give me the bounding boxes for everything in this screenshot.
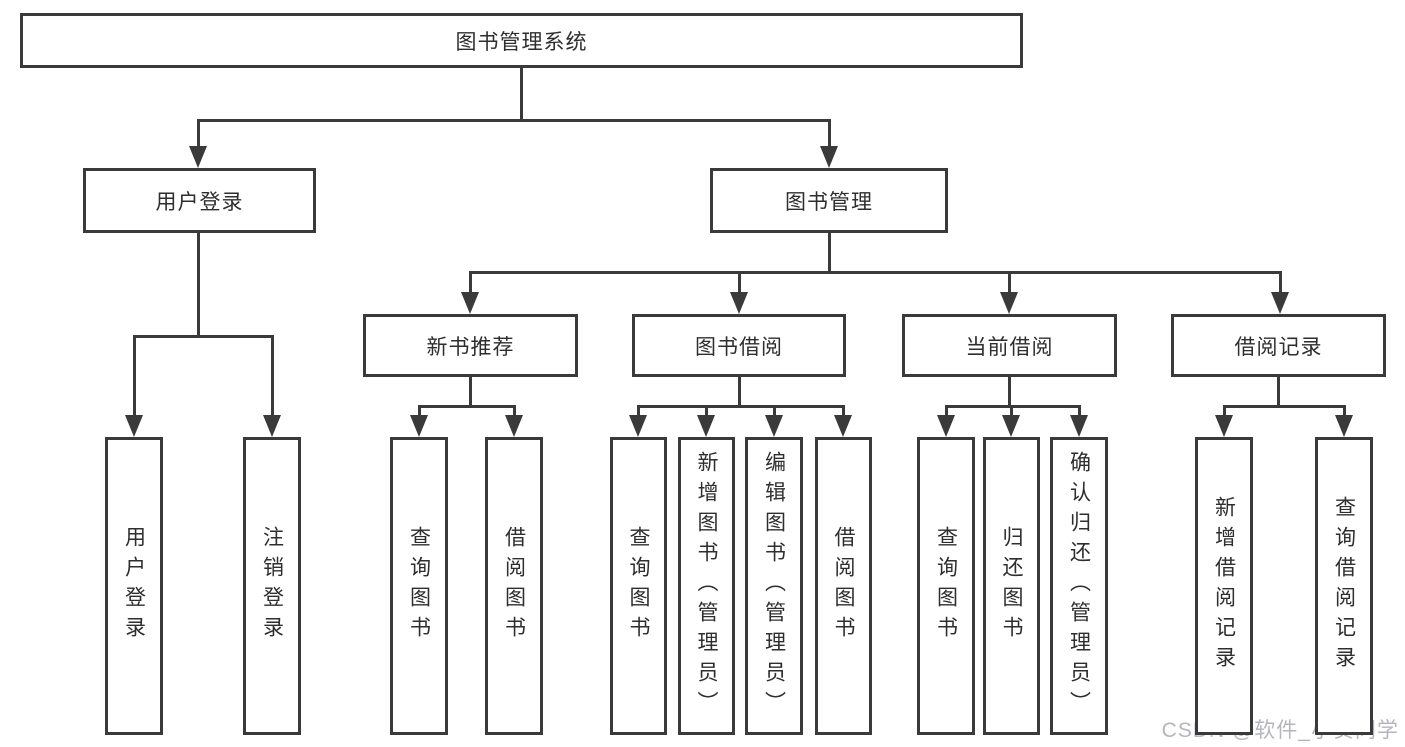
edge-borrowing-to-leaves-rail	[636, 404, 845, 408]
edge-records-to-leaves-stem	[1276, 377, 1280, 406]
node-book-borrowing: 图书借阅	[632, 314, 846, 377]
node-book-borrowing-label: 图书借阅	[695, 335, 783, 359]
edge-records-to-leaves-drop-0	[1222, 406, 1226, 419]
edge-records-to-leaves-drop-1	[1342, 406, 1346, 419]
node-return-book-label: 归还图书	[1000, 526, 1023, 646]
edge-borrowing-to-leaves-arrowhead-2	[765, 415, 783, 437]
edge-bookmgmt-to-level3-arrowhead-3	[1271, 292, 1289, 314]
edge-recommend-to-leaves-arrowhead-0	[410, 415, 428, 437]
node-query-borrow-record-label: 查询借阅记录	[1332, 496, 1356, 676]
edge-records-to-leaves-arrowhead-1	[1335, 415, 1353, 437]
node-add-book-admin-label: 新增图书（管理员）	[695, 451, 718, 721]
node-current-borrowing-label: 当前借阅	[965, 335, 1054, 359]
edge-bookmgmt-to-level3-drop-2	[1007, 272, 1011, 296]
node-confirm-return-admin-label: 确认归还（管理员）	[1067, 451, 1091, 721]
node-new-book-recommend: 新书推荐	[363, 314, 578, 377]
edge-bookmgmt-to-level3-arrowhead-0	[461, 292, 479, 314]
edge-root-to-level2-arrowhead-1	[820, 146, 838, 168]
node-edit-book-admin: 编辑图书（管理员）	[745, 437, 803, 735]
node-user-login: 用户登录	[105, 437, 163, 735]
node-query-books-recommend-label: 查询图书	[407, 526, 431, 646]
edge-borrowing-to-leaves-stem	[737, 377, 741, 406]
edge-borrowing-to-leaves-drop-3	[841, 406, 845, 419]
node-current-borrowing: 当前借阅	[902, 314, 1117, 377]
edge-login-to-leaves-drop-0	[132, 336, 136, 419]
edge-borrowing-to-leaves-drop-0	[636, 406, 640, 419]
edge-recommend-to-leaves-stem	[468, 377, 472, 406]
node-add-borrow-record-label: 新增借阅记录	[1212, 496, 1236, 676]
edge-current-to-leaves-stem	[1007, 377, 1011, 406]
node-return-book: 归还图书	[983, 437, 1040, 735]
edge-current-to-leaves-arrowhead-1	[1002, 415, 1020, 437]
edge-recommend-to-leaves-rail	[417, 404, 516, 408]
edge-borrowing-to-leaves-drop-2	[772, 406, 776, 419]
edge-login-to-leaves-rail	[132, 334, 274, 338]
edge-bookmgmt-to-level3-drop-3	[1278, 272, 1282, 296]
edge-current-to-leaves-drop-2	[1077, 406, 1081, 419]
edge-root-to-level2-rail	[196, 118, 831, 122]
node-borrowing-records-label: 借阅记录	[1234, 335, 1323, 359]
node-query-books-borrowing-label: 查询图书	[627, 526, 650, 646]
edge-borrowing-to-leaves-arrowhead-1	[697, 415, 715, 437]
node-library-management-system: 图书管理系统	[20, 13, 1023, 68]
edge-root-to-level2-arrowhead-0	[189, 146, 207, 168]
node-confirm-return-admin: 确认归还（管理员）	[1050, 437, 1108, 735]
node-logout: 注销登录	[243, 437, 301, 735]
edge-borrowing-to-leaves-arrowhead-0	[629, 415, 647, 437]
node-borrowing-records: 借阅记录	[1171, 314, 1386, 377]
node-user-login-group: 用户登录	[83, 168, 316, 233]
node-borrow-books-recommend-label: 借阅图书	[502, 526, 526, 646]
edge-recommend-to-leaves-drop-0	[417, 406, 421, 419]
node-query-books-current: 查询图书	[917, 437, 975, 735]
edge-root-to-level2-drop-0	[196, 120, 200, 150]
node-edit-book-admin-label: 编辑图书（管理员）	[762, 451, 786, 721]
edge-borrowing-to-leaves-drop-1	[704, 406, 708, 419]
edge-login-to-leaves-stem	[196, 233, 200, 336]
edge-borrowing-to-leaves-arrowhead-3	[834, 415, 852, 437]
edge-login-to-leaves-arrowhead-1	[263, 415, 281, 437]
edge-login-to-leaves-drop-1	[270, 336, 274, 419]
node-query-borrow-record: 查询借阅记录	[1315, 437, 1373, 735]
node-query-books-recommend: 查询图书	[390, 437, 448, 735]
node-new-book-recommend-label: 新书推荐	[426, 335, 515, 359]
edge-recommend-to-leaves-drop-1	[512, 406, 516, 419]
node-user-login-label: 用户登录	[122, 526, 146, 646]
edge-records-to-leaves-rail	[1222, 404, 1346, 408]
edge-bookmgmt-to-level3-drop-0	[468, 272, 472, 296]
edge-current-to-leaves-drop-1	[1009, 406, 1013, 419]
edge-records-to-leaves-arrowhead-0	[1215, 415, 1233, 437]
node-borrow-books-borrowing-label: 借阅图书	[832, 526, 855, 646]
node-query-books-current-label: 查询图书	[934, 526, 958, 646]
node-book-management: 图书管理	[710, 168, 948, 233]
node-add-book-admin: 新增图书（管理员）	[678, 437, 735, 735]
edge-current-to-leaves-arrowhead-2	[1070, 415, 1088, 437]
edge-current-to-leaves-drop-0	[944, 406, 948, 419]
node-user-login-group-label: 用户登录	[155, 190, 244, 214]
node-add-borrow-record: 新增借阅记录	[1195, 437, 1253, 735]
edge-bookmgmt-to-level3-arrowhead-2	[1000, 292, 1018, 314]
edge-recommend-to-leaves-arrowhead-1	[505, 415, 523, 437]
node-borrow-books-recommend: 借阅图书	[485, 437, 543, 735]
edge-root-to-level2-drop-1	[827, 120, 831, 150]
edge-bookmgmt-to-level3-stem	[827, 233, 831, 272]
node-borrow-books-borrowing: 借阅图书	[815, 437, 872, 735]
node-query-books-borrowing: 查询图书	[610, 437, 667, 735]
edge-root-to-level2-stem	[519, 68, 523, 120]
edge-bookmgmt-to-level3-arrowhead-1	[730, 292, 748, 314]
edge-bookmgmt-to-level3-rail	[468, 270, 1282, 274]
edge-current-to-leaves-rail	[944, 404, 1081, 408]
node-library-management-system-label: 图书管理系统	[455, 30, 588, 54]
edge-bookmgmt-to-level3-drop-1	[737, 272, 741, 296]
edge-login-to-leaves-arrowhead-0	[125, 415, 143, 437]
node-logout-label: 注销登录	[260, 526, 284, 646]
edge-current-to-leaves-arrowhead-0	[937, 415, 955, 437]
node-book-management-label: 图书管理	[785, 190, 873, 214]
